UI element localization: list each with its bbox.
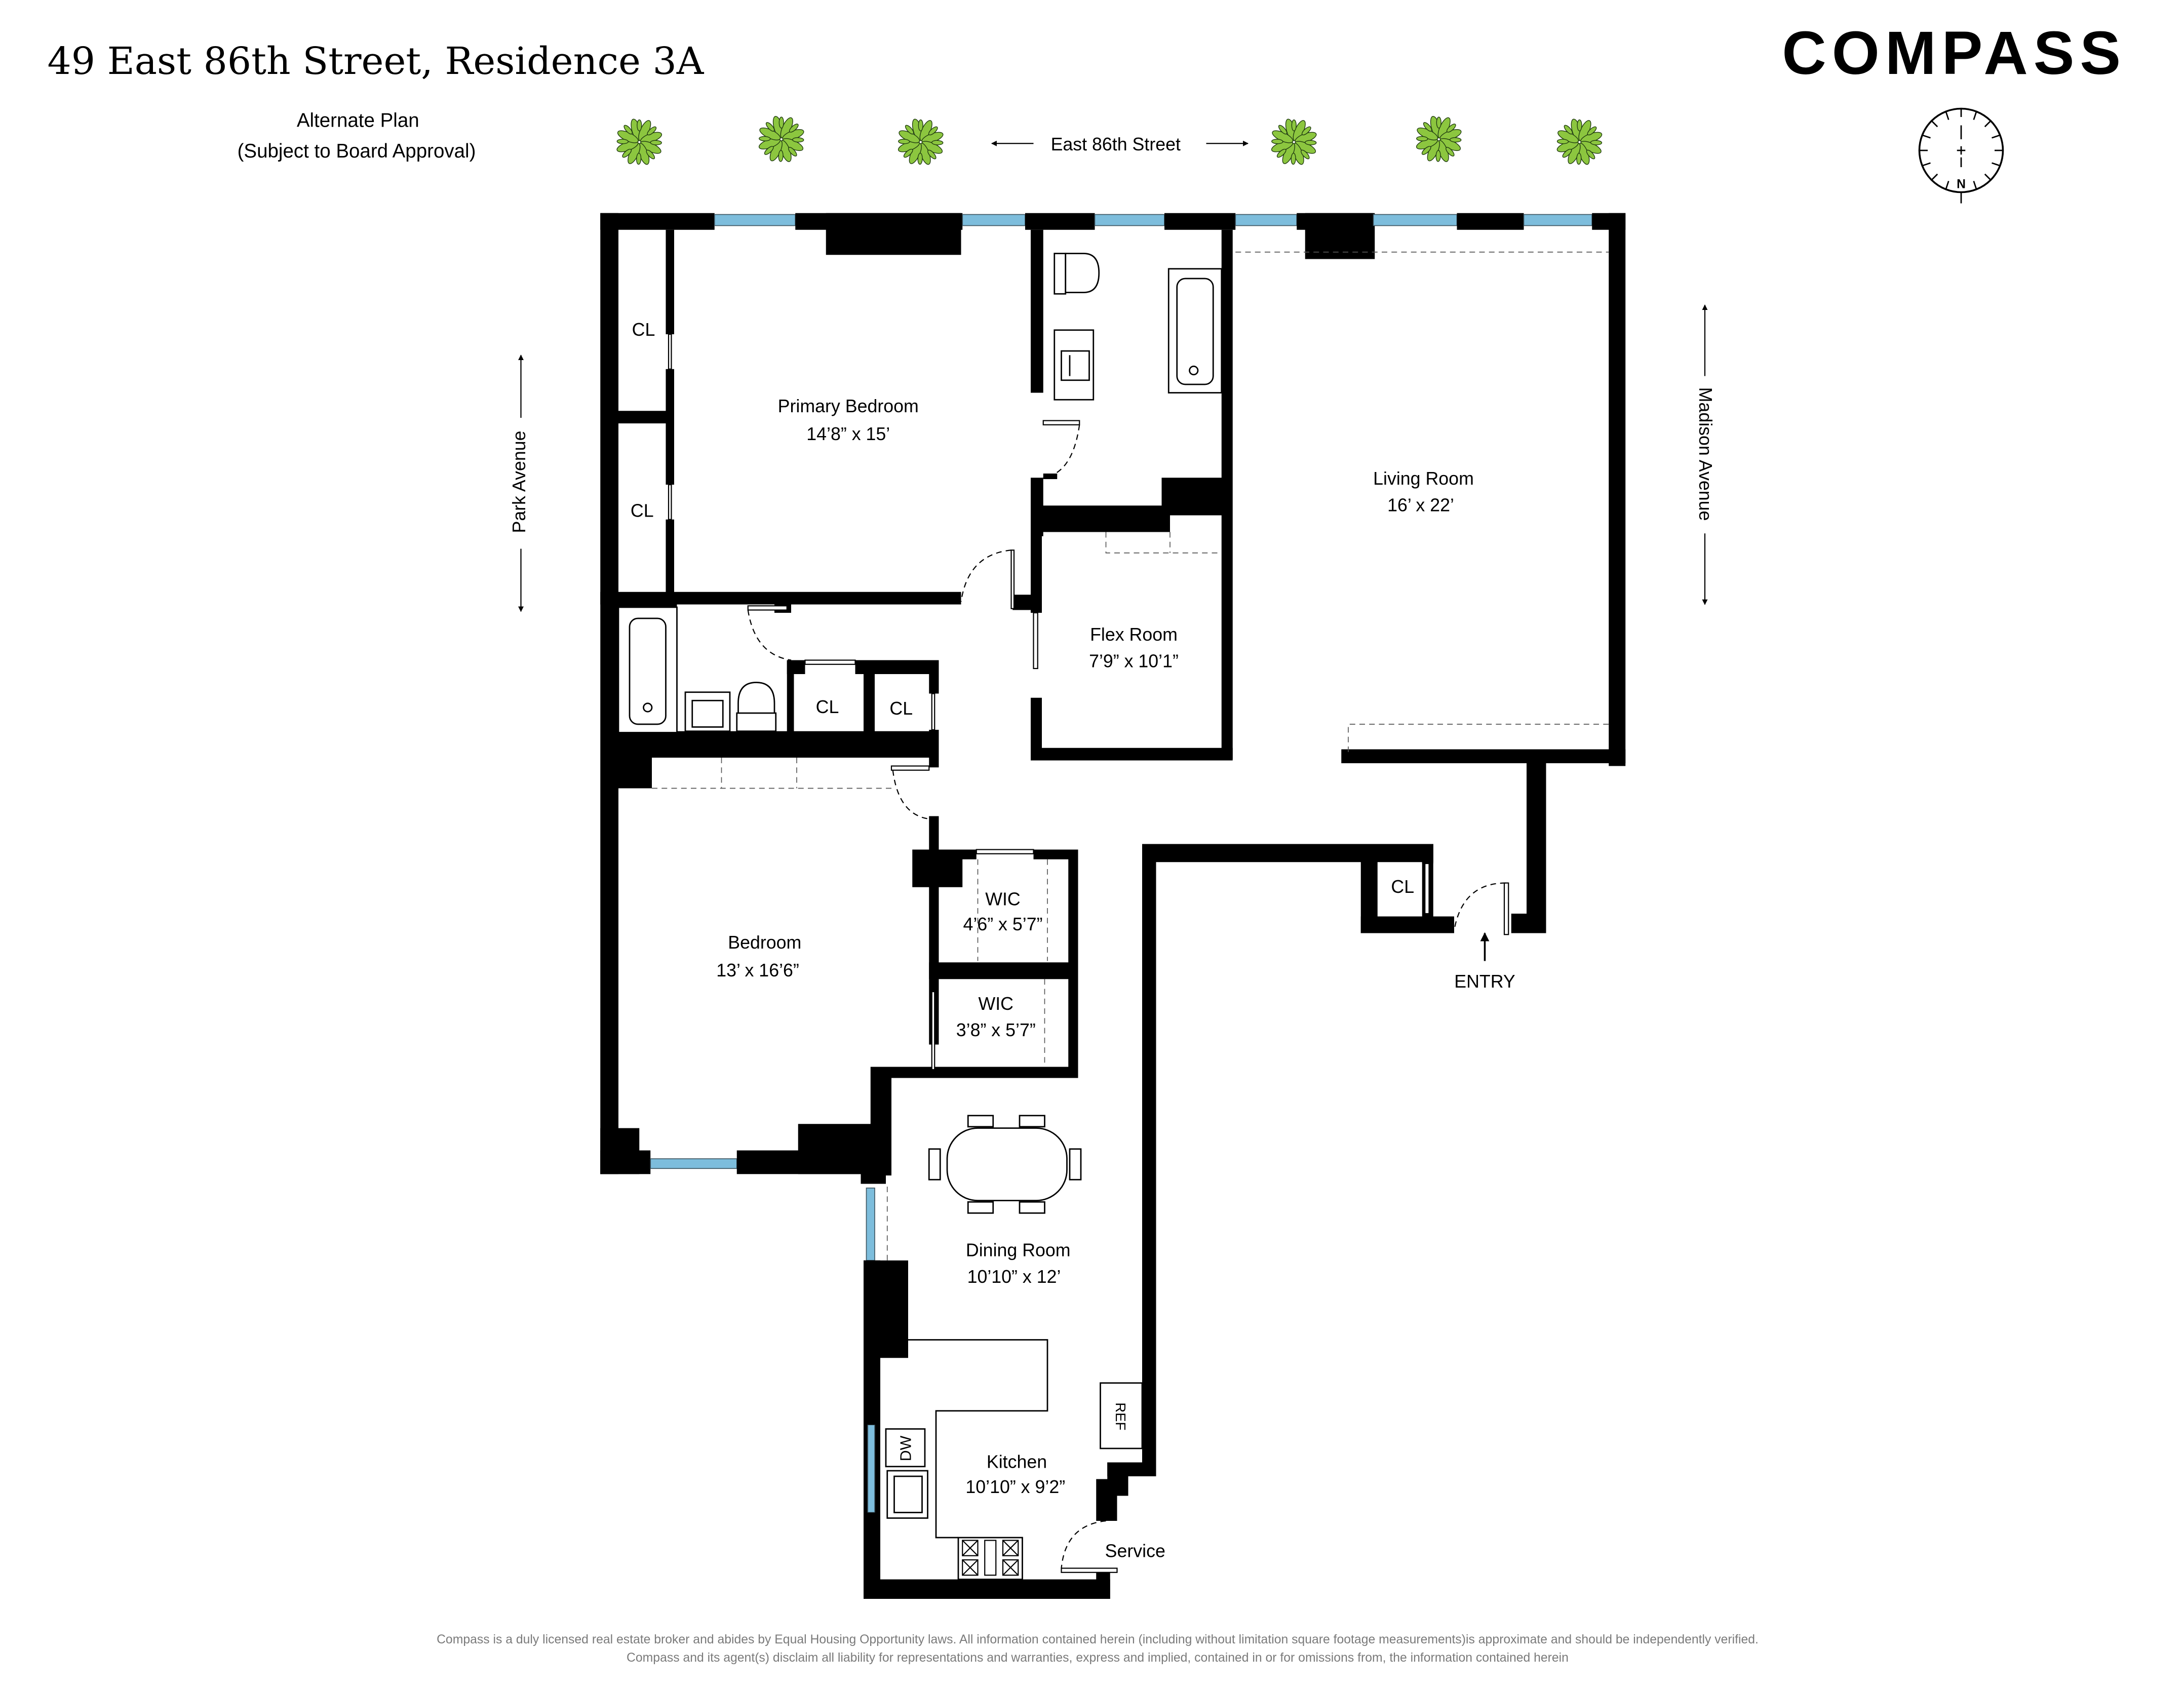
svg-text:Living Room: Living Room: [1373, 468, 1474, 489]
disclaimer-line-1: Compass is a duly licensed real estate b…: [437, 1633, 1759, 1646]
room-living-room: Living Room 16’ x 22’: [1373, 468, 1474, 515]
sink-icon: [1054, 329, 1095, 401]
svg-text:Madison Avenue: Madison Avenue: [1695, 387, 1715, 521]
sink-icon: [886, 1470, 928, 1519]
closet-label: CL: [632, 320, 655, 340]
toilet-icon: [736, 682, 777, 732]
stove-icon: [957, 1537, 1023, 1580]
svg-text:4’6” x 5’7”: 4’6” x 5’7”: [963, 914, 1043, 934]
tree-icon: [1270, 117, 1318, 166]
svg-text:14’8” x 15’: 14’8” x 15’: [806, 424, 890, 444]
kitchen-counter: [908, 1339, 1048, 1539]
room-flex-room: Flex Room 7’9” x 10’1”: [1089, 624, 1179, 671]
walls: [600, 213, 1626, 1599]
tree-icon: [896, 117, 945, 166]
svg-text:N: N: [1957, 177, 1966, 191]
svg-text:10’10” x 12’: 10’10” x 12’: [967, 1267, 1061, 1287]
street-label-madison-avenue: Madison Avenue: [1695, 304, 1715, 605]
svg-text:7’9” x 10’1”: 7’9” x 10’1”: [1089, 651, 1179, 671]
service-entrance-label: Service: [1105, 1541, 1165, 1561]
closet-label: CL: [1391, 877, 1414, 897]
tree-icon: [757, 115, 806, 164]
svg-text:16’ x 22’: 16’ x 22’: [1387, 495, 1454, 515]
north-arrow-icon: N: [1918, 107, 2004, 204]
svg-text:Flex Room: Flex Room: [1090, 624, 1178, 645]
svg-text:Dining Room: Dining Room: [966, 1240, 1071, 1261]
tree-icon: [1415, 115, 1463, 164]
sink-icon: [684, 691, 731, 732]
room-dining-room: Dining Room 10’10” x 12’: [966, 1240, 1071, 1287]
svg-text:13’ x 16’6”: 13’ x 16’6”: [716, 960, 799, 980]
svg-text:ENTRY: ENTRY: [1454, 971, 1515, 992]
svg-text:COMPASS: COMPASS: [1782, 18, 2126, 87]
room-wic-2: WIC 3’8” x 5’7”: [956, 994, 1036, 1040]
plan-subtitle-note: (Subject to Board Approval): [238, 140, 476, 162]
entry-marker: ENTRY: [1454, 932, 1515, 992]
svg-text:Kitchen: Kitchen: [987, 1452, 1047, 1472]
fixtures: REF DW: [617, 253, 1223, 1580]
toilet-icon: [1054, 253, 1100, 295]
dining-table-icon: [928, 1115, 1082, 1214]
room-bedroom: Bedroom 13’ x 16’6”: [716, 932, 801, 980]
street-label-park-avenue: Park Avenue: [509, 355, 529, 612]
listing-title: 49 East 86th Street, Residence 3A: [48, 39, 705, 83]
svg-text:DW: DW: [898, 1435, 915, 1461]
refrigerator-icon: REF: [1100, 1382, 1143, 1449]
closet-label: CL: [631, 500, 654, 521]
bathtub-icon: [617, 606, 678, 733]
room-wic-1: WIC 4’6” x 5’7”: [963, 889, 1043, 935]
svg-text:WIC: WIC: [985, 889, 1021, 910]
closet-label: CL: [889, 698, 913, 719]
room-kitchen: Kitchen 10’10” x 9’2”: [965, 1452, 1065, 1498]
svg-text:Bedroom: Bedroom: [728, 932, 801, 953]
street-label-east-86th: East 86th Street: [991, 134, 1249, 154]
doors: [652, 251, 1609, 1573]
svg-text:Park Avenue: Park Avenue: [509, 430, 529, 533]
compass-logo: COMPASS: [1782, 18, 2126, 87]
closet-label: CL: [816, 697, 839, 717]
svg-text:Primary Bedroom: Primary Bedroom: [778, 396, 919, 416]
svg-text:10’10” x 9’2”: 10’10” x 9’2”: [965, 1477, 1065, 1497]
svg-text:East 86th Street: East 86th Street: [1051, 134, 1181, 154]
svg-text:REF: REF: [1113, 1402, 1128, 1430]
svg-text:3’8” x 5’7”: 3’8” x 5’7”: [956, 1020, 1036, 1040]
plan-subtitle: Alternate Plan: [297, 109, 419, 131]
bathtub-icon: [1167, 268, 1223, 394]
disclaimer-line-2: Compass and its agent(s) disclaim all li…: [627, 1651, 1569, 1665]
svg-text:WIC: WIC: [979, 994, 1014, 1014]
tree-icon: [615, 117, 664, 166]
room-primary-bedroom: Primary Bedroom 14’8” x 15’: [778, 396, 919, 444]
dishwasher-icon: DW: [885, 1428, 926, 1468]
tree-icon: [1555, 117, 1604, 166]
